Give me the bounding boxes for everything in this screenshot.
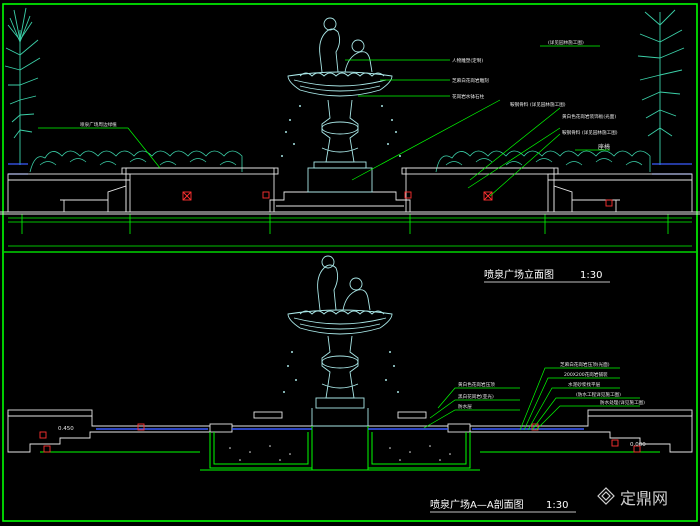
note-top-right: (详见园林施工图) [548, 39, 584, 46]
watermark: 定鼎网 [597, 487, 668, 508]
section-leaders [423, 367, 640, 431]
fountain-elevation [287, 17, 393, 193]
section-structure [7, 409, 693, 453]
left-bench [60, 185, 127, 212]
elevation-dimension-band [8, 214, 692, 247]
section-scale: 1:30 [546, 500, 568, 511]
elevation-scale: 1:30 [580, 270, 602, 281]
level-right: 0.000 [630, 442, 646, 448]
note-plinth-a: 鞍钢骨料 (详见园林施工图) [510, 101, 566, 108]
note-r2: 200X200花岗岩铺装 [564, 371, 608, 378]
level-left: 0.450 [58, 426, 74, 432]
note-r5: 防水处理(详见施工图) [600, 399, 645, 406]
note-l1: 黄白色花岗岩压顶 [458, 381, 495, 388]
right-hedge [435, 150, 651, 173]
elevation-blue-edges [8, 163, 692, 175]
left-tree [4, 7, 41, 165]
note-r1: 芝麻白花岗岩压顶(光面) [560, 361, 610, 368]
note-r3: 水泥砂浆找平层 [568, 381, 601, 388]
note-plinth-c: 鞍钢骨料 (详见园林施工图) [562, 129, 618, 136]
right-bench [553, 185, 620, 212]
note-bowl: 芝麻白花岗岩雕刻 [452, 77, 489, 84]
pool-hatching [229, 445, 451, 461]
elevation-walls [0, 167, 700, 215]
section-water-spray [283, 351, 399, 393]
elevation-view: 喷泉广场周边绿植 (详见园林施工图) 人物雕塑(定制) 芝麻白花岗岩雕刻 花岗岩… [0, 7, 700, 283]
note-bench: 座椅 [598, 143, 610, 151]
fountain-section [287, 255, 393, 427]
note-l2: 黑白花岗岩(亚光) [458, 393, 494, 400]
pool-basin [40, 426, 660, 471]
section-markers [39, 423, 641, 453]
elevation-leaders [38, 45, 610, 197]
left-hedge [29, 150, 243, 173]
note-plinth-b: 黄白色花岗岩装饰板(光面) [562, 113, 616, 120]
note-r4: (防水工程详见施工图) [576, 391, 621, 398]
section-view: 黄白色花岗岩压顶 黑白花岗岩(亚光) 防水层 芝麻白花岗岩压顶(光面) 200X… [7, 255, 693, 513]
right-tree [637, 9, 685, 165]
note-sculpture: 人物雕塑(定制) [452, 57, 483, 64]
note-pedestal: 花岗岩水钵石柱 [452, 93, 485, 100]
note-l3: 防水层 [458, 403, 472, 410]
section-title: 喷泉广场A—A剖面图 [430, 498, 524, 511]
elevation-markers [182, 191, 613, 207]
note-left-planting: 喷泉广场周边绿植 [80, 121, 117, 128]
elevation-title: 喷泉广场立面图 [484, 268, 554, 281]
water-spray [281, 105, 401, 157]
watermark-logo-icon [597, 487, 615, 505]
drawing-frame [2, 3, 698, 522]
watermark-brand: 定鼎网 [620, 489, 668, 508]
